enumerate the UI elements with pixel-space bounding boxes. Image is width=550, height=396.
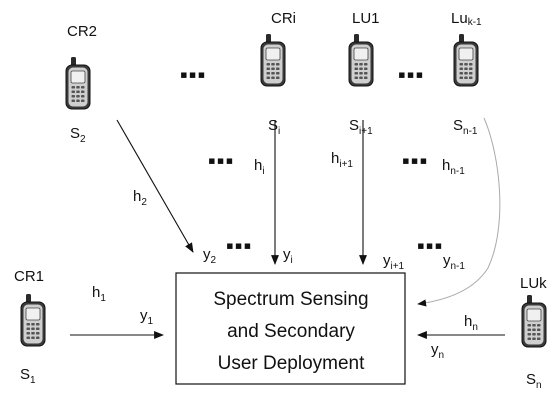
cr2-label: CR2 [67,23,97,40]
center-box-line-2: and Secondary [227,321,355,342]
hi-label: hi [254,157,265,177]
ellipsis-top-left: ▪▪▪ [180,62,206,87]
yi-label: yi [283,246,293,266]
cri-phone-icon [260,33,286,87]
yn-label: yn [431,341,444,361]
center-box-line-1: Spectrum Sensing [213,289,368,310]
si1-label: Si+1 [349,117,373,137]
yn-1-label: yn-1 [443,252,465,272]
arrow-sn-1 [417,117,501,307]
ellipsis-mid-left: ▪▪▪ [208,148,234,173]
ellipsis-bottom-left: ▪▪▪ [226,233,252,258]
luk-phone-icon [521,294,547,348]
ellipsis-mid-right: ▪▪▪ [402,148,428,173]
h2-label: h2 [133,188,147,208]
y2-label: y2 [203,246,217,266]
hn-label: hn [464,313,478,333]
s2-label: S2 [70,125,86,145]
cr2-phone-icon [65,56,91,110]
s1-label: S1 [20,366,36,386]
cri-label: CRi [271,10,296,27]
center-box-line-3: User Deployment [218,353,365,374]
ellipsis-top-right: ▪▪▪ [398,62,424,87]
ellipsis-bottom-right: ▪▪▪ [417,233,443,258]
si-label: Si [268,117,280,137]
cr1-label: CR1 [14,268,44,285]
hi1-label: hi+1 [331,150,353,170]
y1-label: y1 [140,307,154,327]
yi1-label: yi+1 [383,252,405,272]
center-box [175,272,406,385]
luk-label: LUk [520,275,547,292]
h1-label: h1 [92,284,106,304]
cr1-phone-icon [20,293,46,347]
sn-label: Sn [526,371,542,391]
luk-1-label: Luk-1 [451,10,482,28]
arrow-s2 [116,119,194,253]
sn-1-label: Sn-1 [453,117,478,137]
luk-1-phone-icon [453,33,479,87]
hn-1-label: hn-1 [442,157,465,177]
lu1-label: LU1 [352,10,380,27]
lu1-phone-icon [348,33,374,87]
